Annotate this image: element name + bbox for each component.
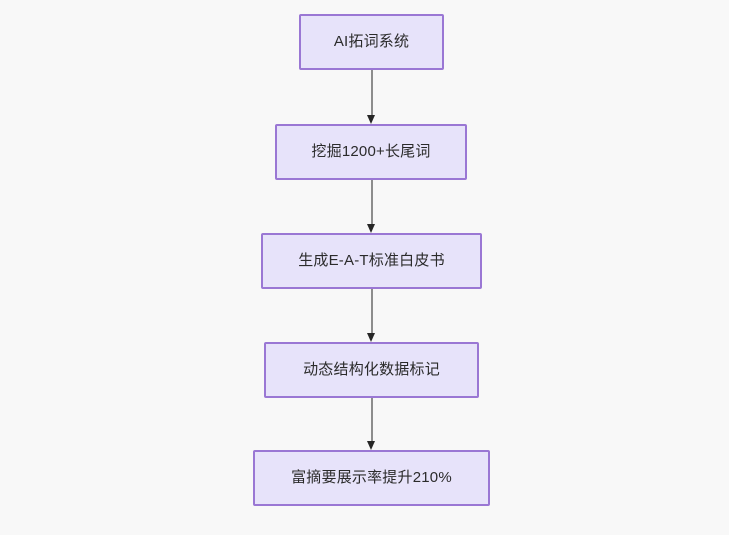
connector-line — [370, 180, 373, 225]
connector-line — [370, 70, 373, 116]
arrowhead-icon — [367, 224, 375, 233]
arrowhead-icon — [367, 115, 375, 124]
node-label: AI拓词系统 — [333, 33, 410, 50]
flowchart-node-structured-data-markup[interactable]: 动态结构化数据标记 — [264, 342, 479, 398]
flowchart-node-rich-snippet-result[interactable]: 富摘要展示率提升210% — [253, 450, 490, 506]
node-label: 动态结构化数据标记 — [303, 361, 440, 378]
connector-node4-node5 — [367, 398, 376, 450]
arrowhead-icon — [367, 441, 375, 450]
connector-node1-node2 — [367, 70, 376, 124]
connector-line — [370, 289, 373, 334]
arrowhead-icon — [367, 333, 375, 342]
flowchart-node-ai-keyword-system[interactable]: AI拓词系统 — [299, 14, 444, 70]
node-label: 富摘要展示率提升210% — [291, 469, 452, 486]
connector-node3-node4 — [367, 289, 376, 342]
node-label: 挖掘1200+长尾词 — [311, 143, 431, 160]
connector-line — [370, 398, 373, 442]
connector-node2-node3 — [367, 180, 376, 233]
flowchart-node-longtail-keywords[interactable]: 挖掘1200+长尾词 — [275, 124, 467, 180]
flowchart-node-eat-whitepaper[interactable]: 生成E-A-T标准白皮书 — [261, 233, 482, 289]
node-label: 生成E-A-T标准白皮书 — [298, 252, 445, 269]
